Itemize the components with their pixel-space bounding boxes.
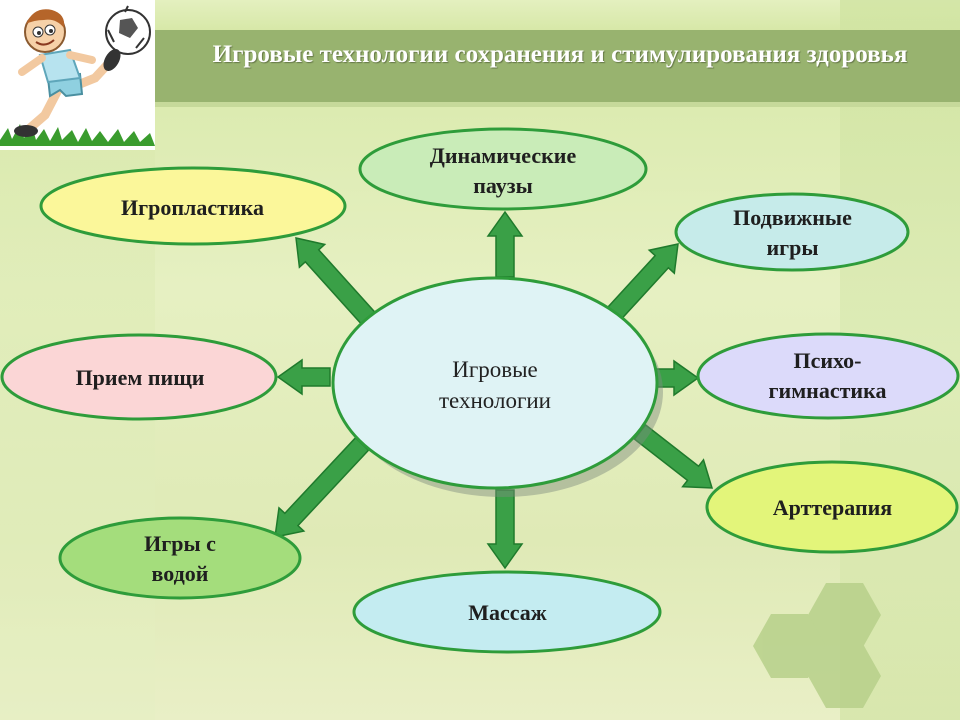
node-label-dinamicheskie-pauzy: Динамические паузы	[429, 143, 577, 198]
arrow-to-igry-s-vodoy	[274, 436, 370, 538]
soccer-boy-icon	[0, 5, 155, 146]
node-label-artterapiya: Арттерапия	[772, 494, 893, 520]
soccer-boy-illustration	[0, 0, 155, 150]
node-label-priem-pishchi: Прием пищи	[75, 364, 205, 390]
arrow-to-massazh	[486, 489, 524, 570]
node-label-igry-s-vodoy: Игры с водой	[144, 531, 216, 586]
title-bar	[155, 30, 960, 102]
arrow-to-dinamicheskie-pauzy	[486, 210, 524, 278]
title-underline-strip	[155, 102, 960, 107]
node-label-igroplastika: Игропластика	[121, 194, 264, 220]
arrow-to-artterapiya	[633, 423, 714, 489]
center-node-label: Игровые технологии	[439, 357, 551, 413]
node-label-massazh: Массаж	[468, 599, 547, 625]
node-ellipse-igry-s-vodoy	[58, 516, 302, 600]
arrow-to-podvizhnye-igry	[604, 243, 679, 324]
hexagon-decoration	[753, 583, 881, 708]
slide-title: Игровые технологии сохранения и стимулир…	[212, 41, 908, 68]
left-background-band	[0, 150, 155, 720]
node-ellipse-priem-pishchi	[0, 333, 278, 421]
node-ellipse-podvizhnye-igry	[674, 192, 910, 272]
node-label-podvizhnye-igry: Подвижные игры	[733, 205, 852, 260]
center-node	[331, 276, 663, 497]
node-label-psikhogimnastika: Психо- гимнастика	[768, 348, 887, 403]
node-ellipse-psikhogimnastika	[696, 332, 960, 420]
top-stripe	[0, 0, 960, 30]
node-ellipse-igroplastika	[39, 166, 347, 246]
node-ellipse-massazh	[352, 570, 662, 654]
arrow-to-igroplastika	[295, 237, 376, 326]
node-ellipse-artterapiya	[705, 460, 959, 554]
node-ellipse-dinamicheskie-pauzy	[358, 127, 648, 211]
arrow-to-priem-pishchi	[276, 358, 331, 396]
